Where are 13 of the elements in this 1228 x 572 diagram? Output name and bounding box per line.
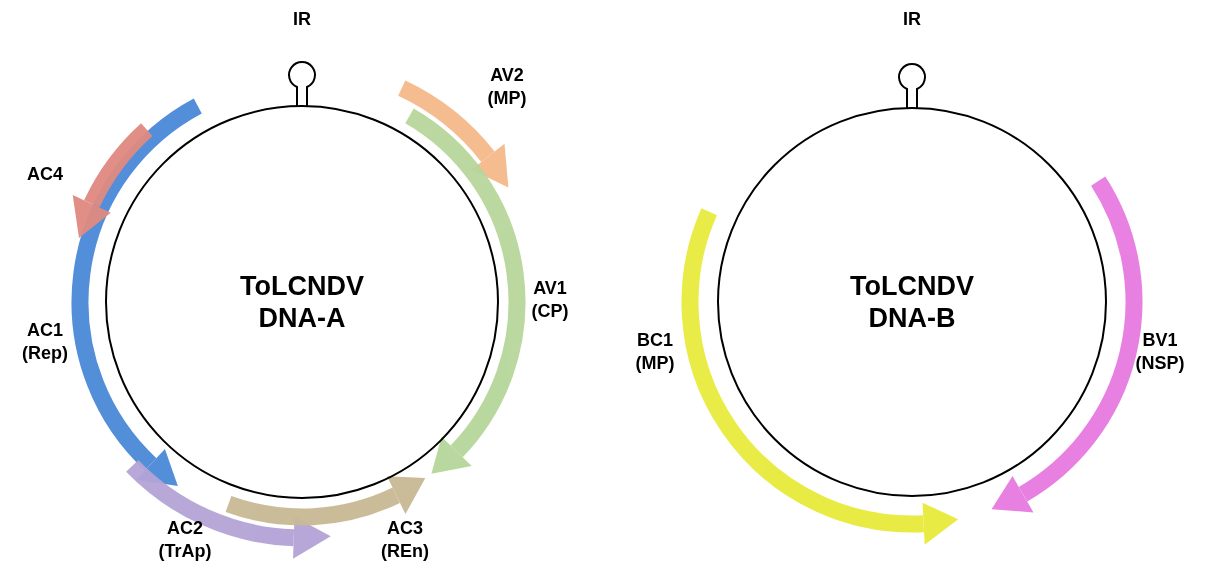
- gene-label: BC1 (MP): [635, 328, 675, 375]
- genome-circle: [717, 107, 1107, 497]
- gene-label: AV2 (MP): [487, 63, 527, 110]
- gene-label: AC1 (Rep): [22, 318, 68, 365]
- gene-label: AC2 (TrAp): [158, 516, 212, 563]
- genome-name: ToLCNDV DNA-B: [850, 269, 974, 335]
- gene-label: BV1 (NSP): [1135, 328, 1185, 375]
- region-label: IR: [293, 8, 311, 32]
- region-label: IR: [903, 8, 921, 32]
- genome-name: ToLCNDV DNA-A: [240, 269, 364, 335]
- gene-label: AV1 (CP): [531, 276, 569, 323]
- gene-label: AC4: [27, 163, 63, 187]
- gene-label: AC3 (REn): [381, 516, 429, 563]
